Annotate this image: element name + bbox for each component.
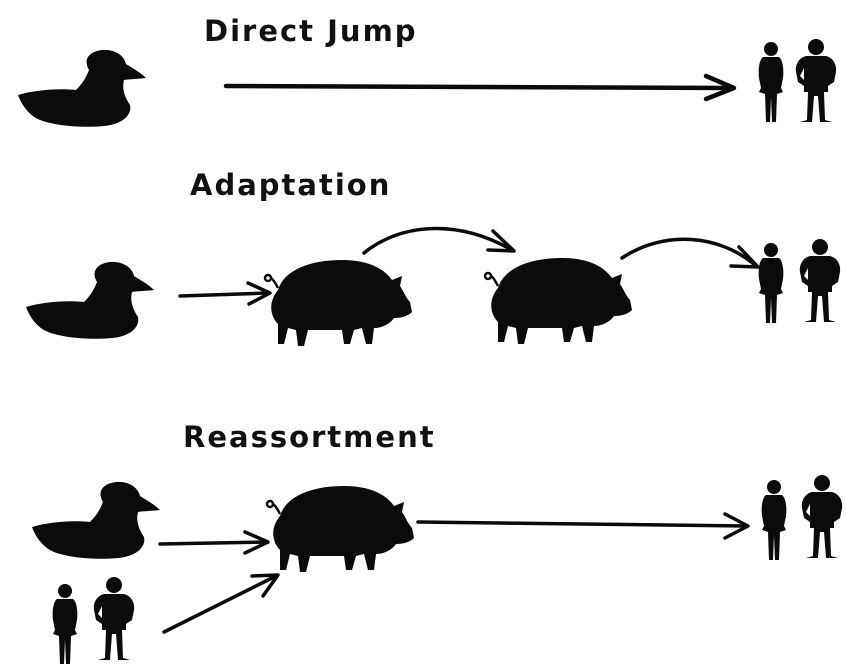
man-icon — [795, 39, 837, 122]
woman-icon — [52, 584, 78, 664]
woman-icon — [758, 243, 784, 323]
duck-icon — [32, 481, 160, 559]
man-icon — [93, 577, 135, 660]
pig-icon — [265, 484, 416, 574]
woman-icon — [758, 42, 784, 122]
duck-icon — [26, 261, 154, 339]
woman-icon — [761, 480, 787, 560]
man-icon — [801, 475, 843, 558]
duck-to-pig-arrow — [178, 281, 272, 306]
adaptation-title: Adaptation — [190, 168, 392, 202]
reassortment-title: Reassortment — [183, 420, 436, 454]
pig-to-pig-arrow — [362, 226, 516, 255]
pig-to-human-arrow — [620, 237, 760, 269]
pig-icon — [483, 256, 634, 346]
man-icon — [799, 239, 841, 322]
pig-to-human-arrow — [416, 512, 750, 540]
duck-to-pig-arrow — [158, 530, 270, 555]
direct-jump-title: Direct Jump — [204, 14, 418, 48]
pig-icon — [263, 258, 414, 348]
direct-jump-arrow — [223, 73, 737, 102]
human-to-pig-arrow — [162, 573, 280, 634]
duck-icon — [18, 49, 146, 127]
